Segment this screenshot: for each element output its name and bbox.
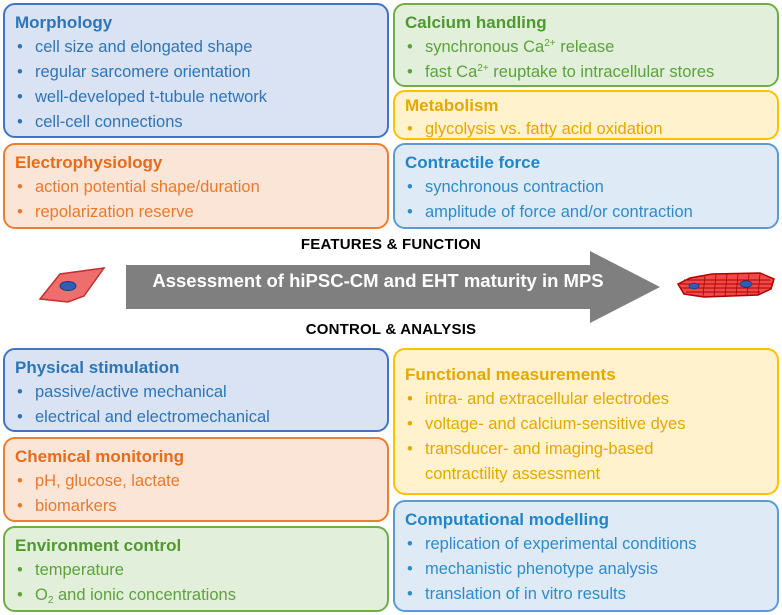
- chemical-item: •pH, glucose, lactate: [17, 472, 180, 490]
- maturity-arrow: [38, 251, 775, 323]
- chemical-monitoring-box: Chemical monitoring •pH, glucose, lactat…: [3, 437, 389, 522]
- environment-item: •temperature: [17, 561, 124, 579]
- mature-cardiomyocyte-icon: [676, 272, 775, 298]
- morphology-item: •regular sarcomere orientation: [17, 63, 251, 81]
- contractile-item: •amplitude of force and/or contraction: [407, 203, 693, 221]
- features-function-label: FEATURES & FUNCTION: [300, 236, 482, 253]
- immature-cell-icon: [38, 267, 106, 303]
- electrophysiology-box: Electrophysiology •action potential shap…: [3, 143, 389, 229]
- contractile-force-box: Contractile force •synchronous contracti…: [393, 143, 779, 229]
- electrophysiology-item: •action potential shape/duration: [17, 178, 260, 196]
- contractile-item: •synchronous contraction: [407, 178, 604, 196]
- control-analysis-label: CONTROL & ANALYSIS: [305, 321, 477, 338]
- calcium-item: •fast Ca2+ reuptake to intracellular sto…: [407, 63, 715, 81]
- physical-item: •passive/active mechanical: [17, 383, 227, 401]
- calcium-handling-box: Calcium handling •synchronous Ca2+ relea…: [393, 3, 779, 87]
- physical-stimulation-box: Physical stimulation •passive/active mec…: [3, 348, 389, 432]
- morphology-item: •cell-cell connections: [17, 113, 183, 131]
- computational-modelling-title: Computational modelling: [405, 510, 609, 529]
- electrophysiology-item: •repolarization reserve: [17, 203, 194, 221]
- morphology-title: Morphology: [15, 13, 113, 32]
- morphology-item: •well-developed t-tubule network: [17, 88, 268, 106]
- environment-control-box: Environment control •temperature •O2 and…: [3, 526, 389, 612]
- chemical-monitoring-title: Chemical monitoring: [15, 447, 185, 466]
- computational-item: •replication of experimental conditions: [407, 535, 697, 553]
- physical-item: •electrical and electromechanical: [17, 408, 270, 426]
- morphology-box: Morphology •cell size and elongated shap…: [3, 3, 389, 138]
- metabolism-title: Metabolism: [405, 96, 499, 115]
- computational-item: •mechanistic phenotype analysis: [407, 560, 658, 578]
- calcium-handling-title: Calcium handling: [405, 13, 547, 32]
- metabolism-item: •glycolysis vs. fatty acid oxidation: [407, 120, 663, 138]
- contractile-force-title: Contractile force: [405, 153, 541, 172]
- calcium-item: •synchronous Ca2+ release: [407, 38, 615, 56]
- functional-item: •intra- and extracellular electrodes: [407, 390, 669, 408]
- metabolism-box: Metabolism •glycolysis vs. fatty acid ox…: [393, 90, 779, 140]
- functional-measurements-title: Functional measurements: [405, 365, 616, 384]
- physical-stimulation-title: Physical stimulation: [15, 358, 180, 377]
- environment-control-title: Environment control: [15, 536, 182, 555]
- environment-item: •O2 and ionic concentrations: [17, 586, 236, 606]
- computational-item: •translation of in vitro results: [407, 585, 626, 603]
- functional-item: •voltage- and calcium-sensitive dyes: [407, 415, 686, 433]
- arrow-label: Assessment of hiPSC-CM and EHT maturity …: [152, 270, 604, 291]
- functional-measurements-box: Functional measurements •intra- and extr…: [393, 348, 779, 495]
- electrophysiology-title: Electrophysiology: [15, 153, 163, 172]
- morphology-item: •cell size and elongated shape: [17, 38, 253, 56]
- chemical-item: •biomarkers: [17, 497, 117, 515]
- computational-modelling-box: Computational modelling •replication of …: [393, 500, 779, 612]
